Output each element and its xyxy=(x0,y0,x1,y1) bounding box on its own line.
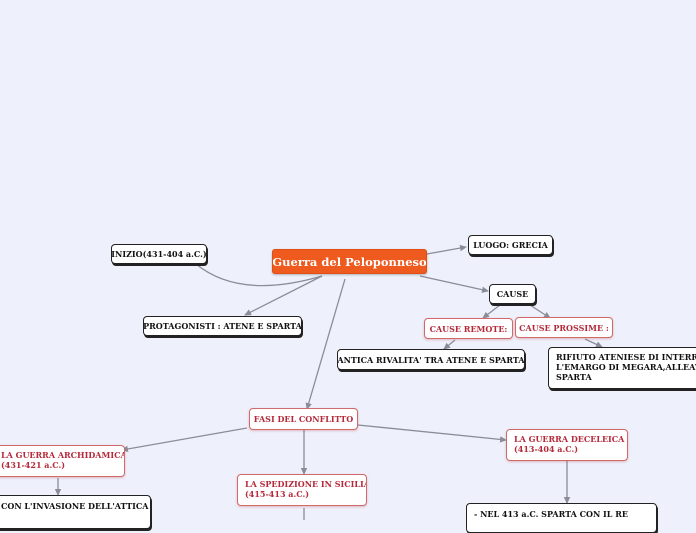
link-root-cause xyxy=(419,275,489,293)
node-archidamica-line-2: (431-421 a.C.) xyxy=(1,460,66,470)
link-root-luogo xyxy=(426,244,467,255)
root-node[interactable]: Guerra del Peloponneso xyxy=(272,249,427,274)
node-nel413-label: - NEL 413 a.C. SPARTA CON IL RE xyxy=(474,509,628,519)
link-cause-remote xyxy=(482,304,501,319)
node-protagonisti[interactable]: PROTAGONISTI : ATENE E SPARTA xyxy=(143,316,302,336)
node-inizio-label: INIZIO(431-404 a.C.) xyxy=(111,249,207,259)
node-deceleica[interactable]: LA GUERRA DECELEICA (413-404 a.C.) xyxy=(506,429,628,461)
node-fasi-label: FASI DEL CONFLITTO xyxy=(253,414,354,424)
link-fasi-deceleica xyxy=(357,424,507,443)
root-label: Guerra del Peloponneso xyxy=(272,254,427,269)
link-root-protagonisti xyxy=(244,275,323,316)
node-sicilia-line-2: (415-413 a.C.) xyxy=(245,489,310,499)
node-protagonisti-label: PROTAGONISTI : ATENE E SPARTA xyxy=(143,321,302,331)
node-rifiuto-line-2: L'EMARGO DI MEGARA,ALLEATA DI xyxy=(556,362,696,372)
node-archidamica-line-1: LA GUERRA ARCHIDAMICA xyxy=(1,450,125,460)
node-rifiuto-line-3: SPARTA xyxy=(556,372,592,382)
node-sicilia-line-1: LA SPEDIZIONE IN SICILIA xyxy=(245,479,367,489)
link-root-fasi xyxy=(305,278,346,410)
node-sicilia[interactable]: LA SPEDIZIONE IN SICILIA (415-413 a.C.) xyxy=(237,474,367,506)
node-rifiuto[interactable]: RIFIUTO ATENIESE DI INTERROMPERE L'EMARG… xyxy=(548,347,696,389)
node-invasione-label: CON L'INVASIONE DELL'ATTICA xyxy=(1,501,149,511)
node-deceleica-line-2: (413-404 a.C.) xyxy=(514,444,579,454)
node-inizio[interactable]: INIZIO(431-404 a.C.) xyxy=(111,244,207,264)
node-cause-prossime[interactable]: CAUSE PROSSIME : xyxy=(515,317,613,338)
node-cause-remote-label: CAUSE REMOTE: xyxy=(429,323,508,334)
node-nel413[interactable]: - NEL 413 a.C. SPARTA CON IL RE xyxy=(466,503,657,533)
node-cause[interactable]: CAUSE xyxy=(489,284,536,304)
node-invasione[interactable]: CON L'INVASIONE DELL'ATTICA xyxy=(0,495,151,529)
node-antica-rivalita[interactable]: ANTICA RIVALITA' TRA ATENE E SPARTA xyxy=(337,349,525,370)
link-prossime-rifiuto xyxy=(584,338,603,348)
link-fasi-archidamica xyxy=(121,427,248,453)
node-cause-label: CAUSE xyxy=(496,289,529,299)
node-rifiuto-line-1: RIFIUTO ATENIESE DI INTERROMPERE xyxy=(556,352,696,362)
node-fasi[interactable]: FASI DEL CONFLITTO xyxy=(249,408,358,430)
connector-layer xyxy=(54,244,603,520)
link-remote-rivalita xyxy=(443,339,456,350)
node-cause-remote[interactable]: CAUSE REMOTE: xyxy=(424,318,513,339)
node-antica-rivalita-label: ANTICA RIVALITA' TRA ATENE E SPARTA xyxy=(337,354,525,365)
link-root-inizio xyxy=(195,263,323,287)
node-luogo[interactable]: LUOGO: GRECIA xyxy=(468,235,553,255)
node-cause-prossime-label: CAUSE PROSSIME : xyxy=(519,322,609,333)
node-luogo-label: LUOGO: GRECIA xyxy=(473,240,548,250)
mindmap-canvas: Guerra del Peloponneso INIZIO(431-404 a.… xyxy=(0,235,696,533)
node-deceleica-line-1: LA GUERRA DECELEICA xyxy=(514,434,625,444)
link-cause-prossime xyxy=(529,304,551,319)
node-archidamica[interactable]: LA GUERRA ARCHIDAMICA (431-421 a.C.) xyxy=(0,445,125,477)
